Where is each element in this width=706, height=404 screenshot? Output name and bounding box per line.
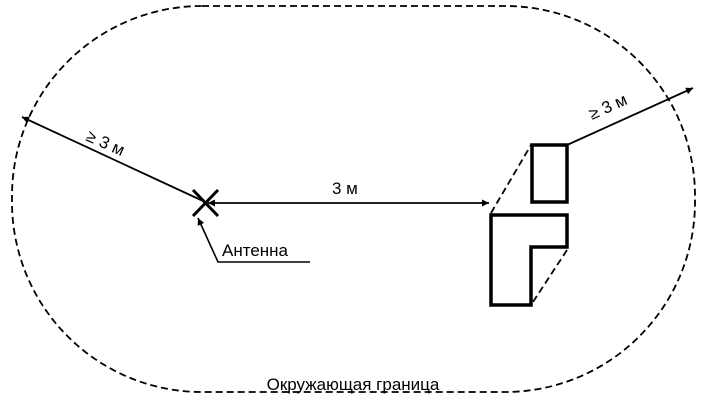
equipment-under-test	[489, 143, 569, 307]
center-distance-label: 3 м	[332, 179, 358, 198]
left-distance-arrow	[21, 116, 204, 202]
eut-perimeter-dashes	[490, 144, 568, 306]
antenna-label: Антенна	[222, 241, 289, 260]
surrounding-boundary	[11, 5, 696, 393]
antenna-icon	[191, 188, 220, 218]
eut-lower-unit	[489, 213, 569, 307]
boundary-label: Окружающая граница	[267, 375, 440, 394]
antenna-leader-line	[197, 217, 310, 263]
right-distance-arrow	[566, 87, 694, 146]
eut-upper-unit	[530, 143, 569, 204]
